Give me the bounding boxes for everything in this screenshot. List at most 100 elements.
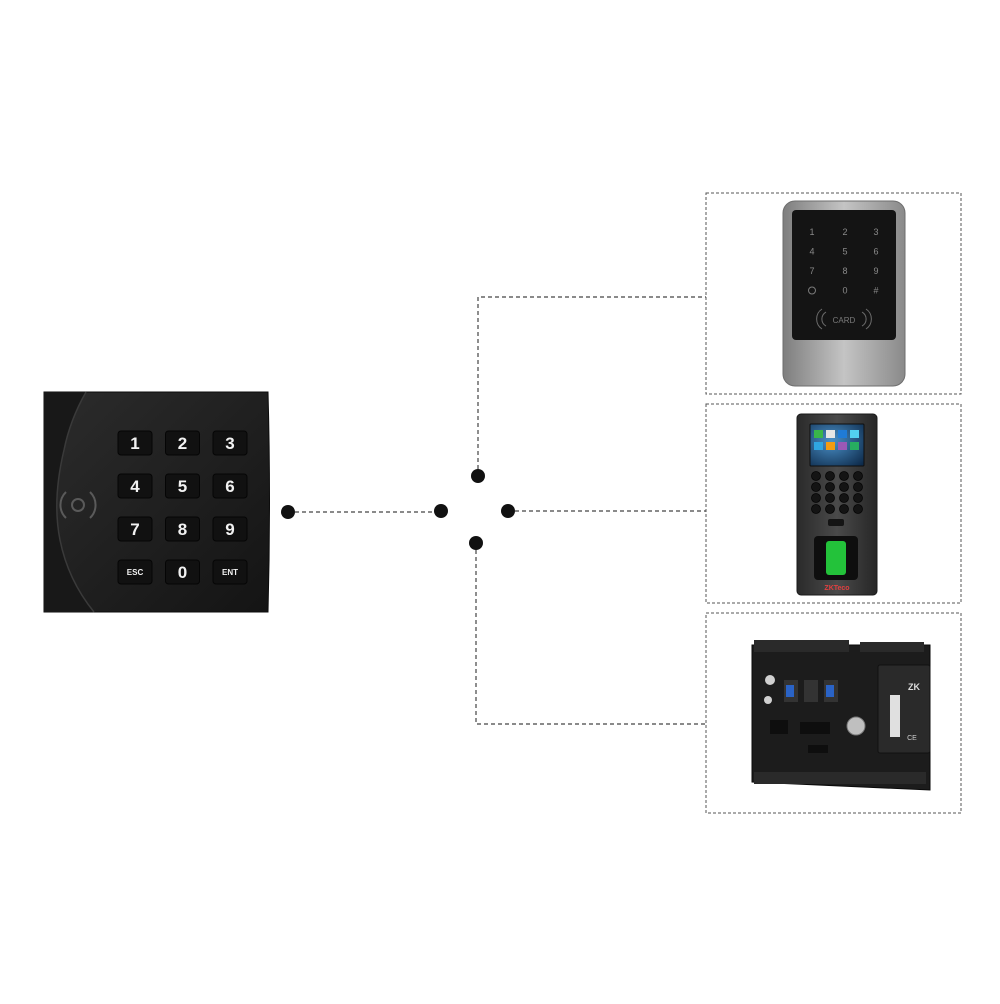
fp-keypad xyxy=(811,471,863,526)
reader-key-label: 0 xyxy=(178,563,187,582)
fp-key xyxy=(825,482,835,492)
fingerprint-terminal: ZKTeco xyxy=(796,413,878,596)
board-label-sticker xyxy=(890,695,900,737)
reader-key-label: 4 xyxy=(130,477,140,496)
device-boxes xyxy=(705,192,962,814)
access-control-panel: ZK CE xyxy=(751,640,931,791)
reader-4-key: 4 xyxy=(117,473,153,499)
reader-esc-key: ESC xyxy=(117,559,153,585)
reader-key-face xyxy=(165,559,200,585)
reader-key-face xyxy=(117,516,153,542)
board-ce-mark: CE xyxy=(907,735,917,742)
reader-key-label: ESC xyxy=(127,568,144,577)
link-line-bottom xyxy=(475,543,706,725)
reader-1-key: 1 xyxy=(117,430,153,456)
board-module xyxy=(877,664,931,754)
terminal-bell-icon xyxy=(808,286,816,295)
terminal-#-key: # xyxy=(873,286,878,296)
reader-key-label: 5 xyxy=(178,477,187,496)
reader-key-label: 3 xyxy=(225,434,234,453)
hub-dot-left xyxy=(434,504,448,518)
rfid-wave-icon xyxy=(59,491,97,519)
fp-key xyxy=(825,493,835,503)
reader-key-label: 7 xyxy=(130,520,139,539)
terminal-7-key: 7 xyxy=(809,266,814,276)
terminal-3-key: 3 xyxy=(873,227,878,237)
reader-key-face xyxy=(212,559,248,585)
reader-side-panel xyxy=(44,392,94,612)
fp-key xyxy=(825,471,835,481)
fp-key xyxy=(853,471,863,481)
fp-sensor xyxy=(826,541,846,575)
terminal-8-key: 8 xyxy=(842,266,847,276)
reader-2-key: 2 xyxy=(165,430,200,456)
terminal-glass xyxy=(792,210,896,340)
reader-key-face xyxy=(212,430,248,456)
reader-key-label: 9 xyxy=(225,520,234,539)
reader-8-key: 8 xyxy=(165,516,200,542)
fp-key xyxy=(853,493,863,503)
reader-ent-key: ENT xyxy=(212,559,248,585)
fp-key xyxy=(811,504,821,514)
hub-dot-right xyxy=(501,504,515,518)
terminal-5-key: 5 xyxy=(842,247,847,257)
board-battery xyxy=(846,716,866,736)
fp-key xyxy=(839,471,849,481)
reader-curve xyxy=(56,391,95,613)
link-line-top xyxy=(477,296,706,476)
board-capacitors xyxy=(764,675,775,704)
terminal-9-key: 9 xyxy=(873,266,878,276)
hub-dot-bottom xyxy=(469,536,483,550)
terminal-0-key: 0 xyxy=(842,286,847,296)
reader-key-face xyxy=(212,473,248,499)
fp-key xyxy=(853,504,863,514)
board-relays xyxy=(784,680,838,702)
device-box-fingerprint xyxy=(705,403,962,604)
fp-brand: ZKTeco xyxy=(824,585,849,592)
reader-key-face xyxy=(117,430,153,456)
terminal-block-right xyxy=(860,642,924,652)
reader-key-face xyxy=(165,473,200,499)
reader-9-key: 9 xyxy=(212,516,248,542)
card-wave-icon xyxy=(816,308,872,330)
device-box-controller xyxy=(705,612,962,814)
fp-key xyxy=(839,482,849,492)
reader-0-key: 0 xyxy=(165,559,200,585)
terminal-block-bottom xyxy=(754,772,926,784)
hub-dot-top xyxy=(471,469,485,483)
fp-key xyxy=(839,493,849,503)
fp-key xyxy=(839,504,849,514)
reader-7-key: 7 xyxy=(117,516,153,542)
screen-app-icons xyxy=(814,430,859,450)
reader-key-face xyxy=(117,559,153,585)
terminal-2-key: 2 xyxy=(842,227,847,237)
fp-key xyxy=(811,482,821,492)
reader-key-face xyxy=(165,430,200,456)
fp-ok-key xyxy=(828,519,844,526)
reader-5-key: 5 xyxy=(165,473,200,499)
reader-key-face xyxy=(212,516,248,542)
fp-key xyxy=(811,471,821,481)
device-box-keypad xyxy=(705,192,962,395)
reader-dot xyxy=(281,505,295,519)
fp-key xyxy=(853,482,863,492)
reader-key-label: 2 xyxy=(178,434,187,453)
reader-key-label: 6 xyxy=(225,477,234,496)
board-chips xyxy=(770,720,830,753)
card-label: CARD xyxy=(833,316,856,325)
terminal-4-key: 4 xyxy=(809,247,814,257)
reader-key-label: 1 xyxy=(130,434,139,453)
reader-key-face xyxy=(117,473,153,499)
connection-dots xyxy=(281,469,515,550)
fp-key xyxy=(825,504,835,514)
terminal-1-key: 1 xyxy=(809,227,814,237)
reader-3-key: 3 xyxy=(212,430,248,456)
reader-key-label: ENT xyxy=(222,568,238,577)
terminal-block-top xyxy=(754,640,849,652)
board-brand: ZK xyxy=(908,682,920,692)
